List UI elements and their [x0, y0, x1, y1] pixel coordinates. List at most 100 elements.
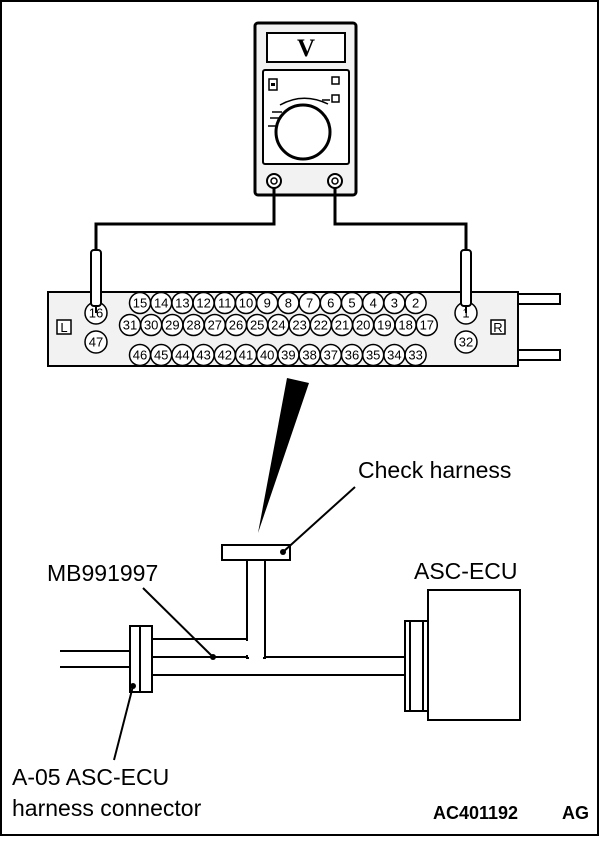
side-marker-left	[56, 319, 72, 335]
pin-r1-6-label: 6	[327, 296, 334, 311]
pin-r2-19-label: 19	[377, 318, 391, 333]
label-check-harness: Check harness	[358, 457, 511, 483]
probe-leads	[94, 188, 468, 250]
pin-r2-30: 30	[139, 313, 163, 337]
pin-r2-28: 28	[182, 313, 205, 337]
pin-r3-46-label: 46	[133, 348, 147, 363]
leader-tool	[142, 587, 214, 658]
pin-r1-3: 3	[383, 291, 406, 315]
pin-r3-39-label: 39	[281, 348, 295, 363]
pin-r2-17-circle	[415, 313, 439, 337]
pin-r2-29: 29	[161, 313, 184, 337]
pin-r1-10: 10	[234, 291, 258, 315]
pin-r3-35: 35	[361, 343, 385, 367]
pin-r3-36-label: 36	[345, 348, 359, 363]
pin-r1-3-label: 3	[391, 296, 398, 311]
probe-tips	[90, 249, 472, 313]
pin-right-1-label: 1	[462, 306, 469, 321]
pin-r2-27-label: 27	[208, 318, 222, 333]
pin-r1-6: 6	[319, 291, 343, 315]
function-switch-2	[331, 76, 340, 85]
pin-r2-23-label: 23	[292, 318, 306, 333]
pin-r3-33-label: 33	[408, 348, 422, 363]
pin-r1-13-label: 13	[175, 296, 189, 311]
pin-r2-31-label: 31	[123, 318, 137, 333]
pin-r1-11: 11	[213, 291, 237, 315]
pin-r3-43-label: 43	[196, 348, 210, 363]
leader-connector	[113, 685, 134, 761]
pin-r1-8-label: 8	[285, 296, 292, 311]
probe-tip-left	[90, 249, 102, 307]
pin-r1-15: 15	[128, 291, 152, 315]
pin-r2-24-label: 24	[271, 318, 285, 333]
pin-r1-10-label: 10	[239, 296, 253, 311]
side-marker-left-text: L	[60, 320, 67, 335]
pin-r2-20: 20	[351, 313, 375, 337]
pin-left-47-circle	[84, 330, 108, 354]
pin-r1-15-label: 15	[133, 296, 147, 311]
leader-check-harness	[282, 486, 356, 553]
pin-r1-4-label: 4	[370, 296, 377, 311]
pin-r3-36: 36	[340, 343, 364, 367]
pin-left-47-label: 47	[89, 335, 103, 350]
voltmeter-display	[266, 32, 346, 63]
pin-r1-13: 13	[171, 291, 194, 315]
label-connector-line1: A-05 ASC-ECU	[12, 764, 169, 790]
pin-r1-12-label: 12	[196, 296, 210, 311]
pin-left-16-label: 16	[89, 306, 103, 321]
pin-r2-19: 19	[373, 313, 396, 337]
dial-scale-arc	[279, 97, 329, 106]
asc-ecu-box	[427, 589, 521, 721]
pin-r3-39: 39	[277, 343, 300, 367]
harness-assembly	[60, 486, 521, 761]
pin-r3-33: 33	[404, 343, 427, 367]
figure-id: AC401192	[433, 803, 518, 823]
pin-r1-8: 8	[277, 291, 300, 315]
probe-lead-right	[333, 188, 468, 250]
pin-r3-37: 37	[319, 343, 343, 367]
pin-r3-38-label: 38	[302, 348, 316, 363]
pin-right-32: 32	[454, 330, 478, 354]
pin-r2-22-label: 22	[314, 318, 328, 333]
pin-r2-25: 25	[245, 313, 269, 337]
label-connector-line2: harness connector	[12, 795, 202, 821]
pin-r3-37-label: 37	[324, 348, 338, 363]
pin-r1-7: 7	[298, 291, 321, 315]
pin-r1-14-label: 14	[154, 296, 168, 311]
pin-r2-23: 23	[288, 313, 311, 337]
pin-r1-2-circle	[404, 291, 427, 315]
pin-r2-24: 24	[267, 313, 290, 337]
connector-tab-upper	[517, 293, 561, 305]
pin-r2-20-label: 20	[356, 318, 370, 333]
pin-r3-33-circle	[404, 343, 427, 367]
pin-r3-34-label: 34	[387, 348, 401, 363]
pin-r1-9: 9	[255, 291, 279, 315]
pin-r3-40: 40	[255, 343, 279, 367]
label-ecu: ASC-ECU	[414, 558, 518, 584]
callout-wedge	[258, 378, 309, 533]
pin-r2-17-label: 17	[420, 318, 434, 333]
pin-r2-18: 18	[394, 313, 417, 337]
pin-r2-27: 27	[203, 313, 227, 337]
pin-r1-7-label: 7	[306, 296, 313, 311]
pin-r3-44: 44	[171, 343, 194, 367]
pin-r3-41-label: 41	[239, 348, 253, 363]
label-tool: MB991997	[47, 560, 158, 586]
pin-r3-38: 38	[298, 343, 321, 367]
pin-r1-14: 14	[149, 291, 173, 315]
probe-tip-right	[460, 249, 472, 307]
pin-r1-4: 4	[361, 291, 385, 315]
pin-r1-5: 5	[340, 291, 364, 315]
voltmeter-dial	[274, 103, 332, 161]
pin-r2-28-label: 28	[186, 318, 200, 333]
pin-r1-2: 2	[404, 291, 427, 315]
pin-r2-29-label: 29	[165, 318, 179, 333]
pin-r2-21-label: 21	[335, 318, 349, 333]
pin-r3-46: 46	[128, 343, 152, 367]
pin-r1-2-label: 2	[412, 296, 419, 311]
voltmeter-display-text: V	[297, 35, 315, 62]
